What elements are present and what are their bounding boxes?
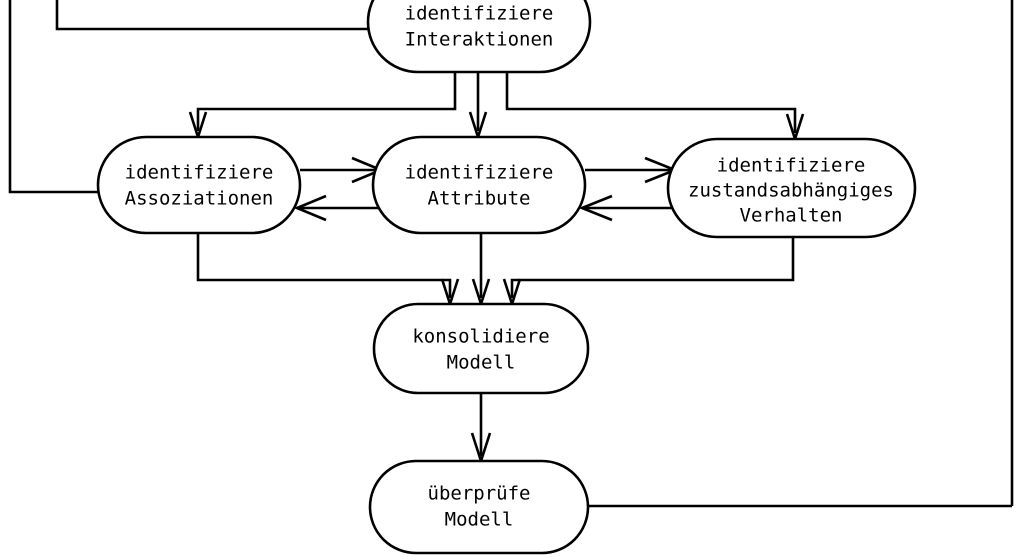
node-konsolidiere-label-line-2: Modell [447,352,516,374]
node-assoziationen-shape [96,135,302,235]
node-ueberpruefe-modell[interactable]: überprüfe Modell [368,459,590,555]
node-interaktionen[interactable]: identifiziere Interaktionen [366,0,592,74]
edge-assoziationen-to-konsolidiere [196,233,452,298]
node-assoziationen-label-line-1: identifiziere [125,162,274,184]
edge-interaktionen-to-assoziationen [196,72,457,131]
edge-interaktionen-to-zustand [505,72,797,133]
node-zustandsabhaengiges-label-line-1: identifiziere [717,155,866,177]
node-ueberpruefe-label-line-1: überprüfe [428,483,531,505]
node-attribute-label-line-2: Attribute [428,188,531,210]
node-interaktionen-shape [366,0,592,74]
node-attribute-label-line-1: identifiziere [405,162,554,184]
node-konsolidiere-shape [372,302,590,395]
arrowhead-attribute-assoziationen [293,194,327,222]
node-assoziationen[interactable]: identifiziere Assoziationen [96,135,302,235]
node-konsolidiere-label-line-1: konsolidiere [412,326,549,348]
edge-feedback-into-interaktionen [55,0,370,31]
edge-assoziationen-feedback-left [8,0,98,194]
edge-zustand-to-konsolidiere [510,237,795,298]
node-interaktionen-label-line-2: Interaktionen [405,29,554,51]
node-zustandsabhaengiges-label-line-2: zustandsabhängiges [688,180,894,202]
node-attribute-shape [371,135,587,235]
node-ueberpruefe-shape [368,459,590,555]
node-interaktionen-label-line-1: identifiziere [405,3,554,25]
node-zustandsabhaengiges-shape [666,137,917,239]
node-konsolidiere-modell[interactable]: konsolidiere Modell [372,302,590,395]
node-attribute[interactable]: identifiziere Attribute [371,135,587,235]
node-zustandsabhaengiges-verhalten[interactable]: identifiziere zustandsabhängiges Verhalt… [666,137,917,239]
node-ueberpruefe-label-line-2: Modell [445,509,514,531]
node-zustandsabhaengiges-label-line-3: Verhalten [740,205,843,227]
arrowhead-zustand-attribute [578,194,613,222]
node-assoziationen-label-line-2: Assoziationen [125,188,274,210]
